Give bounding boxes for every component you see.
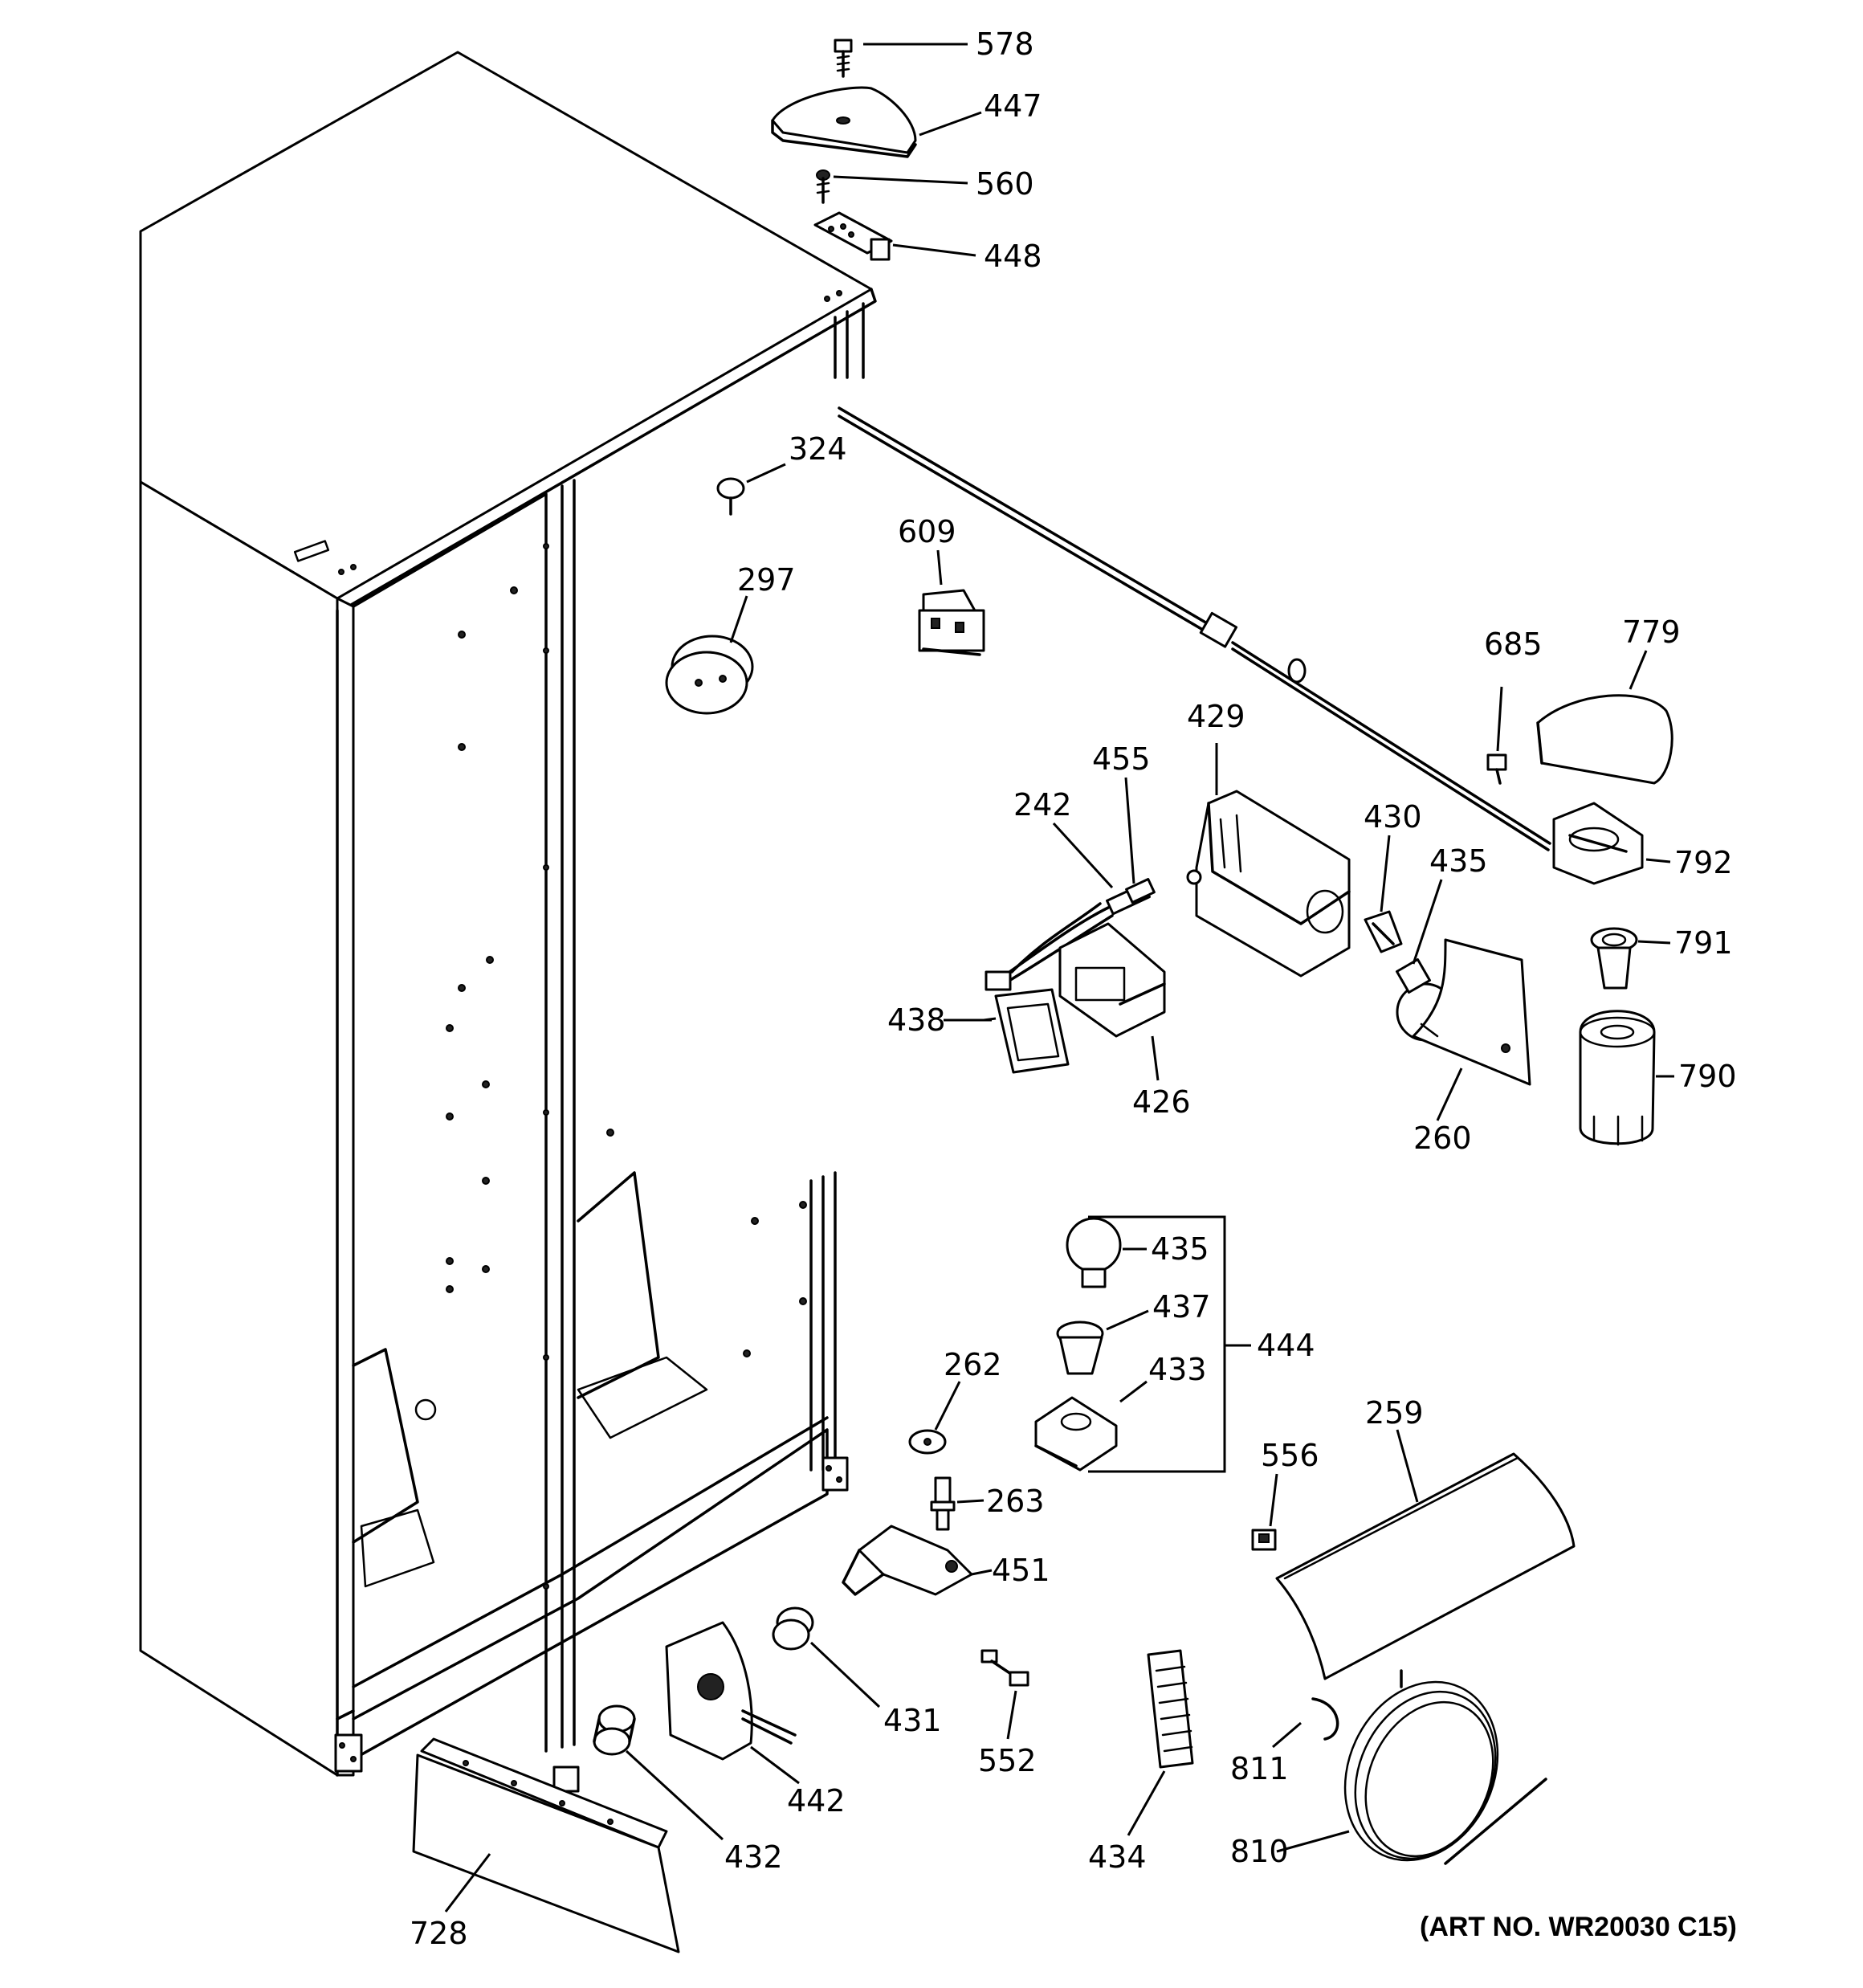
label-578: 578 <box>976 27 1034 62</box>
label-438: 438 <box>887 1002 946 1038</box>
label-792: 792 <box>1674 845 1733 880</box>
label-685: 685 <box>1484 627 1543 662</box>
water-tube-drawing <box>838 406 1551 851</box>
part-430-socket-drawing <box>1364 910 1403 953</box>
part-431-bushing-drawing <box>772 1606 814 1651</box>
label-779: 779 <box>1622 614 1681 650</box>
part-792-housing-drawing <box>1552 802 1644 885</box>
label-552: 552 <box>978 1743 1037 1778</box>
part-labels: 578 447 560 448 324 609 297 685 779 429 … <box>410 27 1737 1951</box>
part-429-housing-drawing <box>1186 790 1351 978</box>
part-560-screw-drawing <box>816 169 830 204</box>
part-437-socket-drawing <box>1056 1321 1104 1375</box>
label-433: 433 <box>1148 1352 1207 1387</box>
label-556: 556 <box>1261 1438 1319 1473</box>
label-434: 434 <box>1088 1839 1147 1875</box>
label-259: 259 <box>1365 1395 1424 1431</box>
part-262-bearing-drawing <box>908 1429 947 1455</box>
part-609-switch-drawing <box>918 589 985 656</box>
label-435-upper: 435 <box>1429 843 1488 879</box>
label-432: 432 <box>724 1839 783 1875</box>
label-810: 810 <box>1230 1834 1289 1869</box>
part-433-housing-drawing <box>1034 1396 1118 1472</box>
label-263: 263 <box>986 1484 1045 1519</box>
label-609: 609 <box>898 514 956 549</box>
refrigerator-cabinet <box>139 51 877 1793</box>
label-260: 260 <box>1413 1121 1472 1156</box>
label-324: 324 <box>789 431 847 467</box>
part-297-cap-drawing <box>665 635 754 715</box>
part-810-tubing-drawing <box>1343 1669 1547 1865</box>
part-552-screw-drawing <box>980 1649 1029 1687</box>
label-242: 242 <box>1013 787 1072 823</box>
part-790-filter-drawing <box>1579 1010 1656 1146</box>
label-262: 262 <box>944 1347 1002 1382</box>
label-442: 442 <box>787 1783 846 1819</box>
label-435-lower: 435 <box>1151 1231 1209 1267</box>
part-442-cam-drawing <box>665 1621 797 1761</box>
part-260-cover-drawing <box>1412 938 1531 1086</box>
label-431: 431 <box>883 1703 942 1738</box>
label-448: 448 <box>984 239 1042 274</box>
part-451-hinge-bracket-drawing <box>842 1525 973 1596</box>
leader-lines <box>444 43 1674 1912</box>
part-685-screw-drawing <box>1486 753 1507 785</box>
part-259-cover-drawing <box>1275 1452 1576 1680</box>
part-811-clip-drawing <box>1311 1697 1339 1741</box>
part-728-kickplate-drawing <box>412 1737 680 1953</box>
label-791: 791 <box>1674 925 1733 961</box>
part-263-pin-drawing <box>930 1476 956 1531</box>
part-435-lower-bulb-drawing <box>1066 1217 1122 1288</box>
part-779-cover-drawing <box>1536 694 1673 785</box>
label-728: 728 <box>410 1916 468 1951</box>
label-297: 297 <box>737 562 796 598</box>
label-444: 444 <box>1257 1328 1315 1363</box>
label-430: 430 <box>1364 799 1422 835</box>
label-426: 426 <box>1132 1084 1191 1120</box>
part-447-hinge-cover-drawing <box>771 86 917 158</box>
part-438-bezel-drawing <box>994 988 1070 1074</box>
label-447: 447 <box>984 88 1042 124</box>
label-811: 811 <box>1230 1751 1289 1786</box>
part-791-bypass-cap-drawing <box>1590 927 1638 990</box>
part-432-sleeve-drawing <box>593 1704 636 1756</box>
part-578-screw-drawing <box>834 39 853 78</box>
label-451: 451 <box>992 1553 1050 1588</box>
label-560: 560 <box>976 166 1034 202</box>
part-556-clip-drawing <box>1251 1529 1277 1551</box>
part-434-grille-drawing <box>1147 1649 1194 1769</box>
label-437: 437 <box>1152 1289 1211 1325</box>
art-number: (ART NO. WR20030 C15) <box>1420 1912 1737 1942</box>
label-455: 455 <box>1092 741 1151 777</box>
part-426-module-drawing <box>1058 922 1166 1038</box>
label-790: 790 <box>1678 1059 1737 1094</box>
part-324-plug-drawing <box>716 477 745 516</box>
part-448-hinge-drawing <box>813 211 893 261</box>
label-429: 429 <box>1187 699 1245 734</box>
